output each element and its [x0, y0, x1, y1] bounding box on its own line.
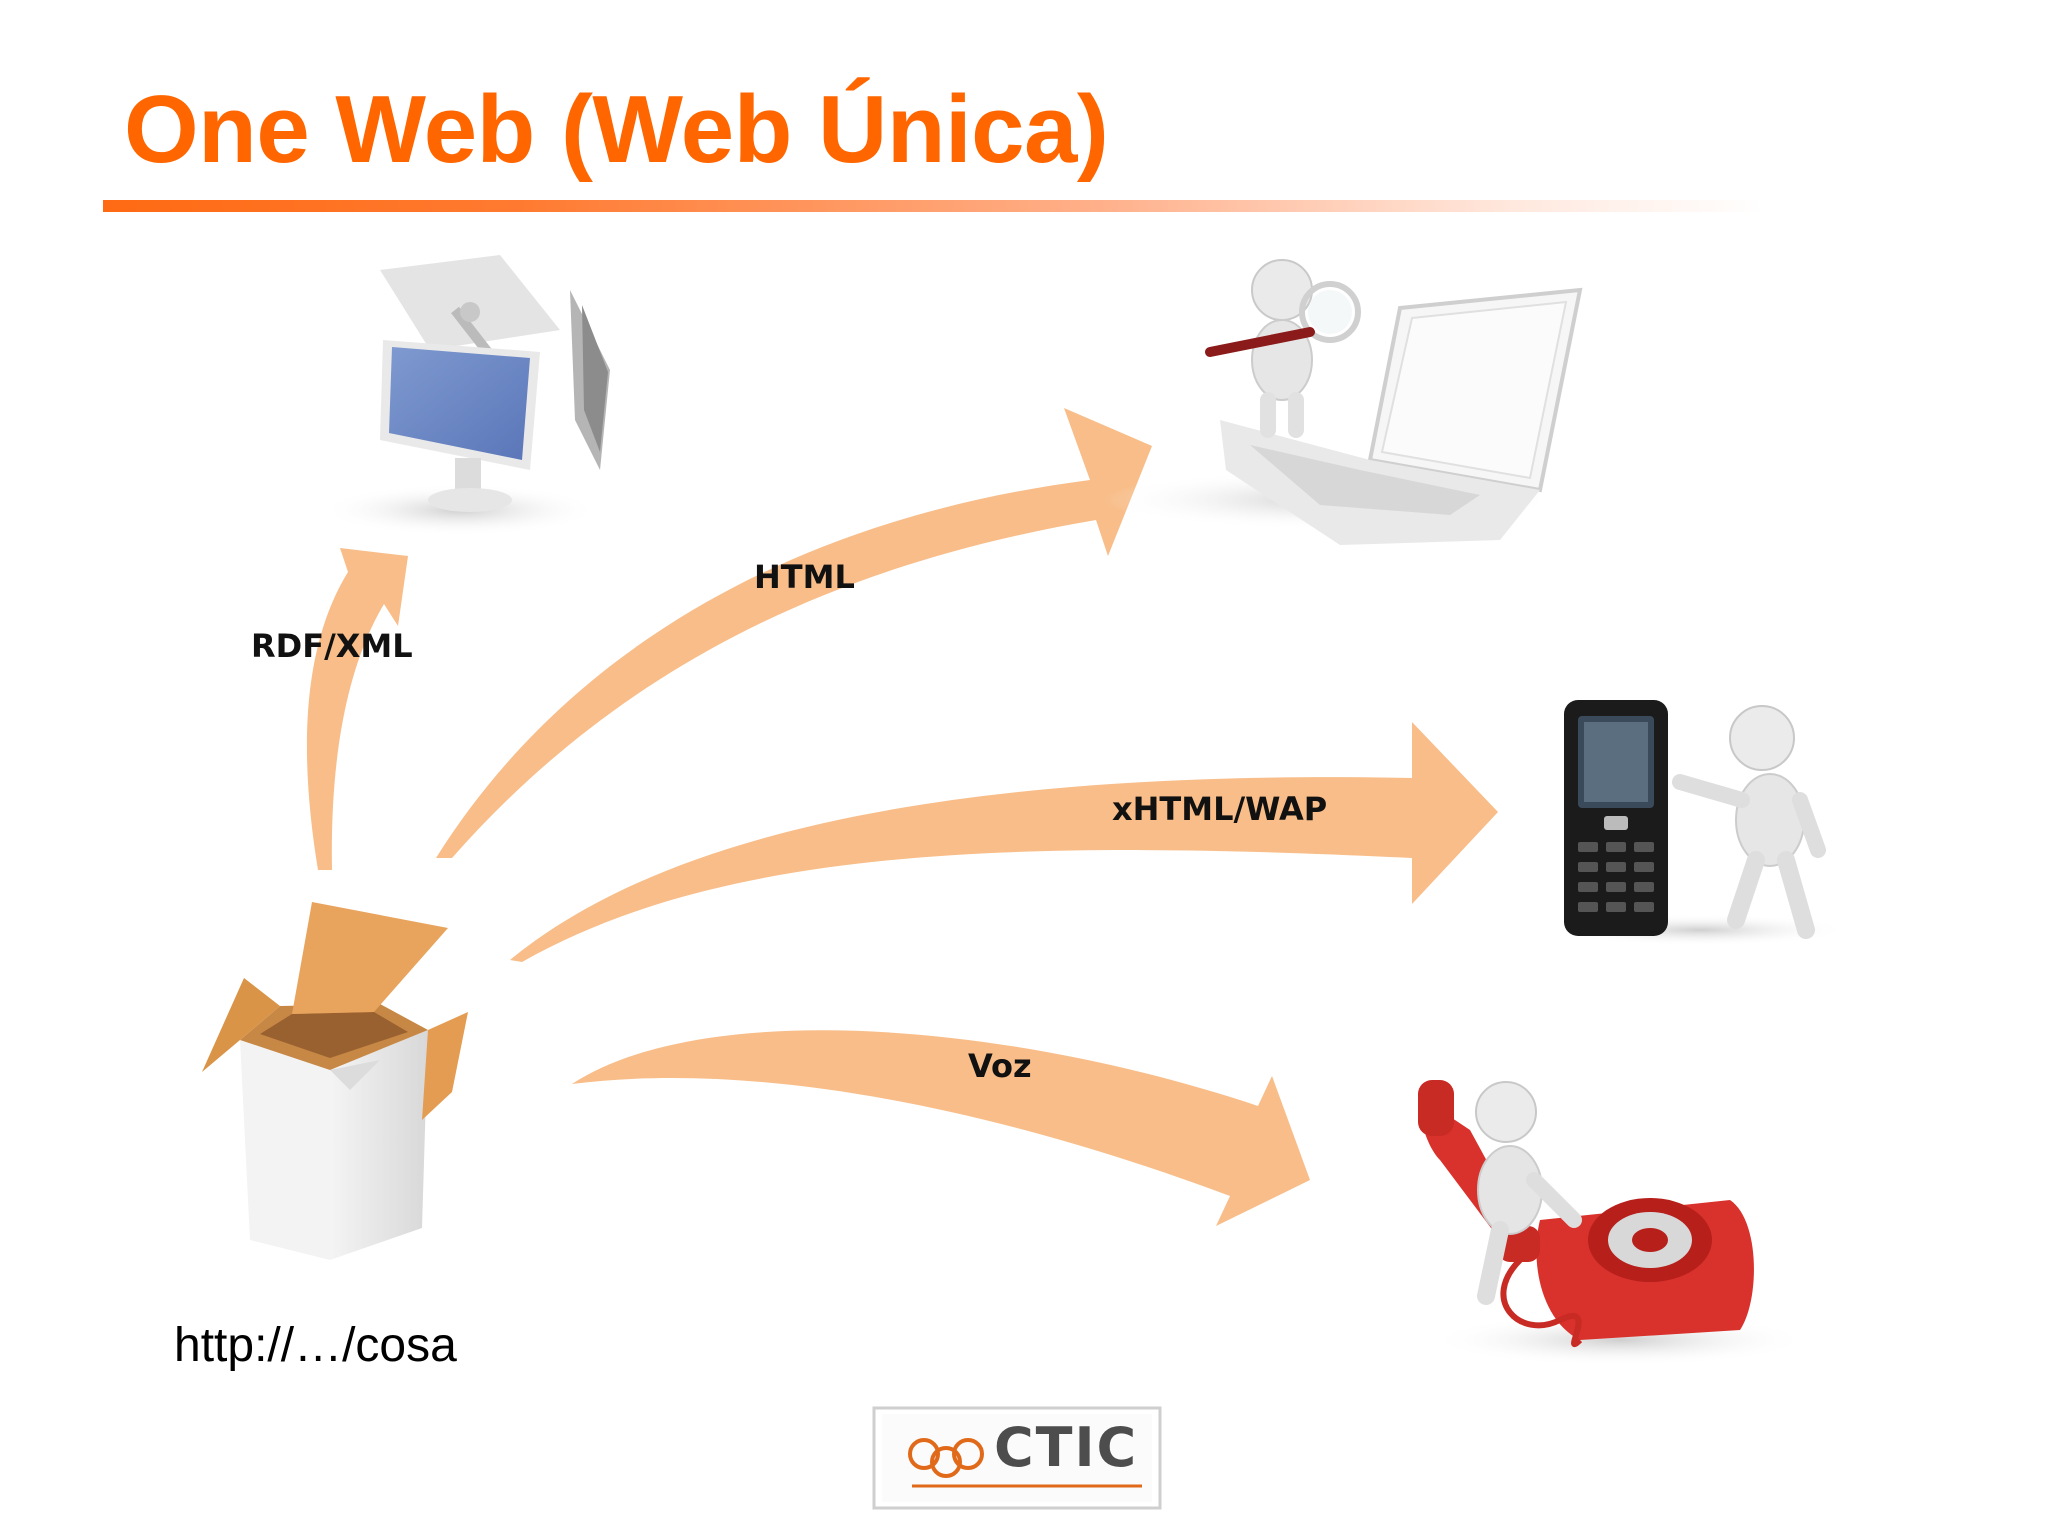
laptop-search-icon	[1100, 259, 1583, 545]
channel-label-rdf-xml: RDF/XML	[251, 627, 413, 665]
arrow-xhtml-wap	[510, 722, 1498, 962]
ctic-logo	[872, 1406, 1162, 1510]
arrow-rdf-xml	[306, 548, 408, 870]
channel-label-voz: Voz	[968, 1047, 1032, 1085]
channel-label-html: HTML	[754, 558, 855, 596]
semantic-web-computer-icon	[320, 255, 610, 536]
channel-label-xhtml-wap: xHTML/WAP	[1112, 790, 1328, 828]
ctic-logo-text: CTIC	[994, 1416, 1139, 1479]
slide-title: One Web (Web Única)	[124, 76, 1109, 183]
arrow-voz	[572, 1030, 1310, 1226]
mobile-phone-icon	[1550, 700, 1850, 946]
arrow-html	[436, 408, 1152, 858]
telephone-icon	[1418, 1080, 1810, 1366]
resource-url: http://…/cosa	[174, 1319, 457, 1372]
title-underline	[103, 200, 1763, 212]
open-box-icon	[202, 902, 468, 1260]
